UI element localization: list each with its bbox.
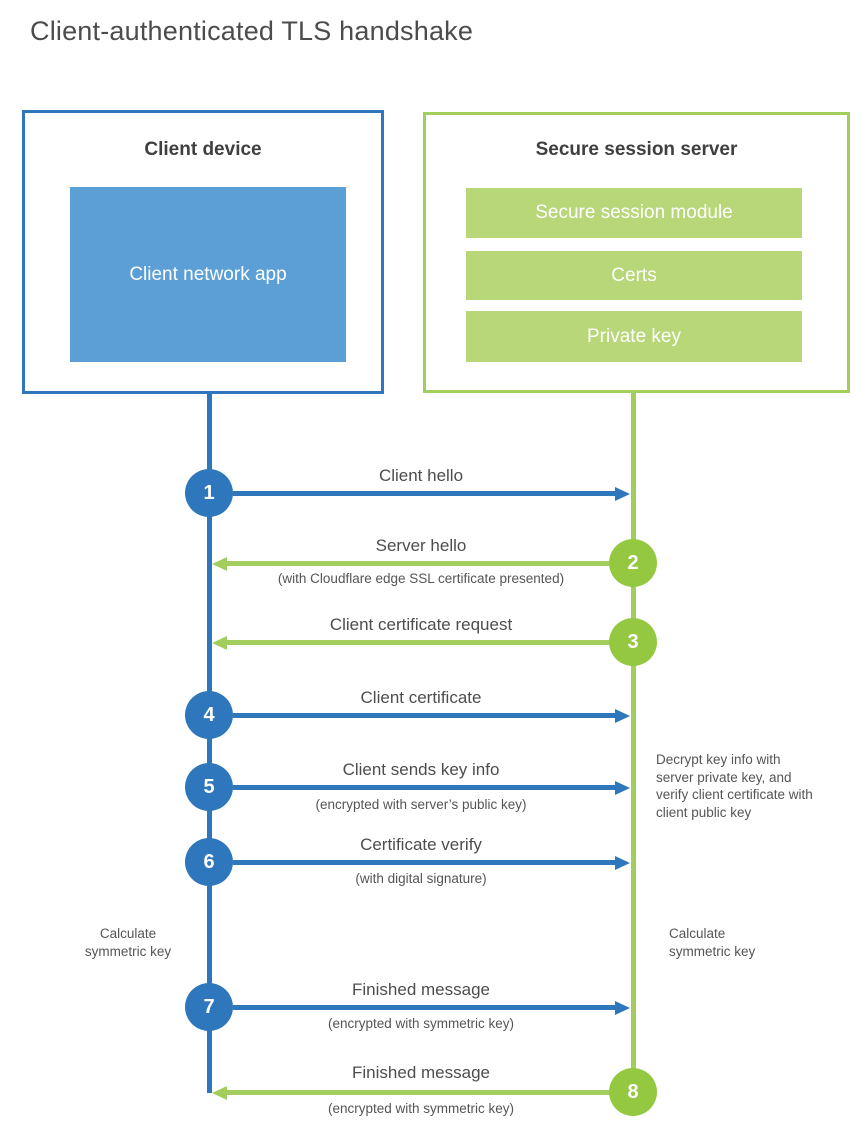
step-8-arrow-left-icon <box>212 1085 609 1100</box>
step-5-arrow-right-icon <box>233 780 630 795</box>
step-6-arrow-right-icon <box>233 855 630 870</box>
server-decrypt-note: Decrypt key info with server private key… <box>656 752 813 820</box>
step-2-badge: 2 <box>609 539 657 587</box>
arrow-head-icon <box>212 556 227 571</box>
arrow-head-icon <box>212 635 227 650</box>
server-module-certs: Certs <box>466 251 802 300</box>
page-title: Client-authenticated TLS handshake <box>30 16 474 46</box>
server-module-secure-session: Secure session module <box>466 188 802 238</box>
client-network-app-rect: Client network app <box>70 187 346 362</box>
server-calculate-symmetric-key-note: Calculate symmetric key <box>669 926 756 959</box>
arrow-shaft <box>233 491 616 496</box>
step-4-label: Client certificate <box>360 688 482 707</box>
step-1-arrow-right-icon <box>233 486 630 501</box>
step-6-sublabel: (with digital signature) <box>355 871 487 886</box>
client-lifeline <box>207 392 212 1093</box>
arrow-head-icon <box>615 486 630 501</box>
step-2-arrow-left-icon <box>212 556 609 571</box>
step-6-label: Certificate verify <box>360 835 482 854</box>
client-calculate-symmetric-key-note: Calculate symmetric key <box>84 926 172 959</box>
step-7-sublabel: (encrypted with symmetric key) <box>327 1016 515 1031</box>
step-6-badge: 6 <box>185 838 233 886</box>
server-module-private-key: Private key <box>466 311 802 362</box>
arrow-head-icon <box>615 708 630 723</box>
arrow-head-icon <box>212 1085 227 1100</box>
step-8-sublabel: (encrypted with symmetric key) <box>327 1101 515 1116</box>
arrow-shaft <box>233 785 616 790</box>
arrow-head-icon <box>615 855 630 870</box>
client-device-title: Client device <box>144 139 262 160</box>
server-lifeline <box>631 390 636 1092</box>
step-4-arrow-right-icon <box>233 708 630 723</box>
step-8-badge: 8 <box>609 1068 657 1116</box>
arrow-shaft <box>233 1005 616 1010</box>
step-4-badge: 4 <box>185 691 233 739</box>
step-2-label: Server hello <box>375 536 467 555</box>
arrow-shaft <box>226 640 609 645</box>
step-2-sublabel: (with Cloudflare edge SSL certificate pr… <box>277 571 565 586</box>
step-5-badge: 5 <box>185 763 233 811</box>
step-5-sublabel: (encrypted with server’s public key) <box>315 797 527 812</box>
step-7-label: Finished message <box>352 980 490 999</box>
step-5-label: Client sends key info <box>342 760 500 779</box>
arrow-shaft <box>233 860 616 865</box>
arrow-head-icon <box>615 1000 630 1015</box>
arrow-shaft <box>233 713 616 718</box>
step-7-badge: 7 <box>185 983 233 1031</box>
arrow-shaft <box>226 561 609 566</box>
step-3-arrow-left-icon <box>212 635 609 650</box>
arrow-head-icon <box>615 780 630 795</box>
step-3-label: Client certificate request <box>329 615 513 634</box>
step-1-label: Client hello <box>378 466 464 485</box>
secure-session-server-title: Secure session server <box>535 139 738 160</box>
client-network-app-label: Client network app <box>129 263 287 285</box>
arrow-shaft <box>226 1090 609 1095</box>
step-1-badge: 1 <box>185 469 233 517</box>
step-7-arrow-right-icon <box>233 1000 630 1015</box>
step-8-label: Finished message <box>352 1063 490 1082</box>
step-3-badge: 3 <box>609 618 657 666</box>
